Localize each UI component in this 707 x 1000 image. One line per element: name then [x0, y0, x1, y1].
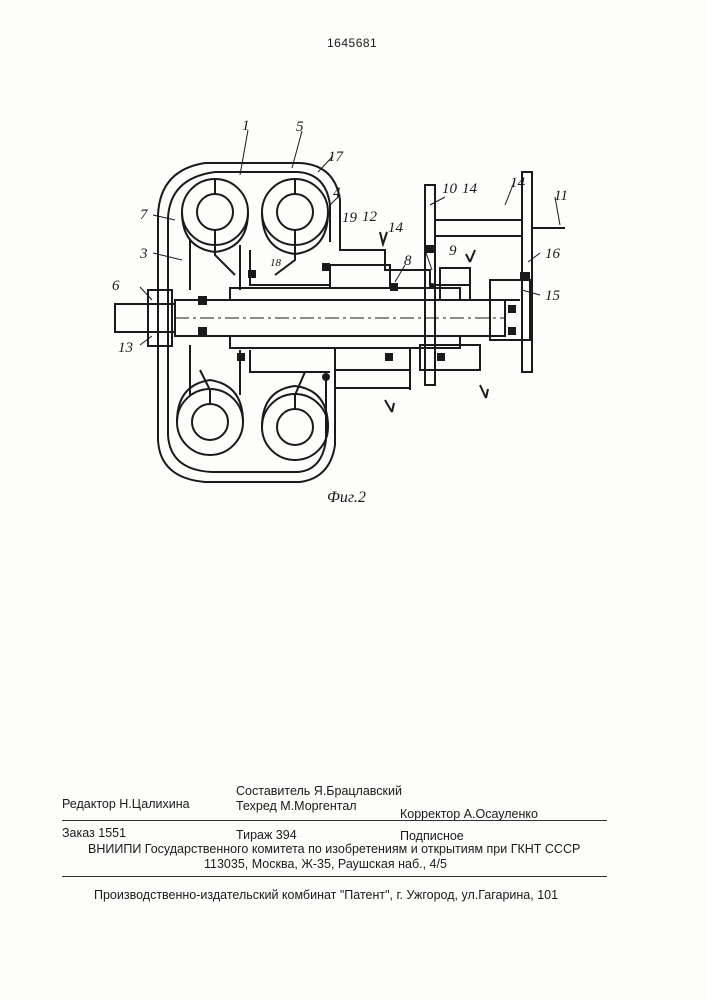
drawing-seals: [198, 245, 530, 381]
callout-label: 18: [270, 257, 282, 269]
patent-number: 1645681: [327, 36, 378, 50]
callout-label: 9: [449, 243, 457, 259]
editor-line: Редактор Н.Цалихина: [62, 797, 190, 811]
divider: [62, 876, 607, 877]
subscription: Подписное: [400, 829, 464, 843]
figure-caption: Фиг.2: [327, 489, 366, 506]
publisher-line: Производственно-издательский комбинат "П…: [94, 888, 559, 902]
callout-label: 12: [362, 209, 378, 225]
corrector-line: Корректор А.Осауленко: [400, 807, 538, 821]
callout-label: 1: [242, 118, 250, 134]
callout-label: 19: [342, 210, 358, 226]
callout-label: 6: [112, 278, 120, 294]
patent-drawing: 1 5 17 7 3 4 19 12 14 10 14 14 11 18 9 8…: [112, 118, 568, 506]
callout-label: 15: [545, 288, 561, 304]
drawing-linework: [114, 162, 565, 483]
compiler-line: Составитель Я.Брацлавский: [236, 784, 402, 798]
callout-label: 17: [328, 149, 345, 165]
callout-label: 14: [462, 181, 478, 197]
callout-label: 16: [545, 246, 561, 262]
address-line: 113035, Москва, Ж-35, Раушская наб., 4/5: [204, 857, 447, 871]
callout-label: 13: [118, 340, 133, 356]
callout-label: 8: [404, 253, 412, 269]
callout-label: 14: [510, 175, 526, 191]
figure-callouts: 1 5 17 7 3 4 19 12 14 10 14 14 11 18 9 8…: [112, 118, 568, 356]
techred-line: Техред М.Моргентал: [236, 799, 357, 813]
callout-label: 4: [333, 185, 341, 201]
order-number: Заказ 1551: [62, 826, 127, 840]
callout-label: 3: [139, 246, 148, 262]
callout-label: 11: [554, 188, 568, 204]
circulation: Тираж 394: [236, 828, 297, 842]
callout-label: 7: [140, 207, 149, 223]
divider: [62, 820, 607, 821]
callout-leaders: [139, 129, 561, 346]
callout-label: 10: [442, 181, 458, 197]
callout-label: 5: [296, 119, 304, 135]
callout-label: 14: [388, 220, 404, 236]
institute-line: ВНИИПИ Государственного комитета по изоб…: [88, 842, 581, 856]
